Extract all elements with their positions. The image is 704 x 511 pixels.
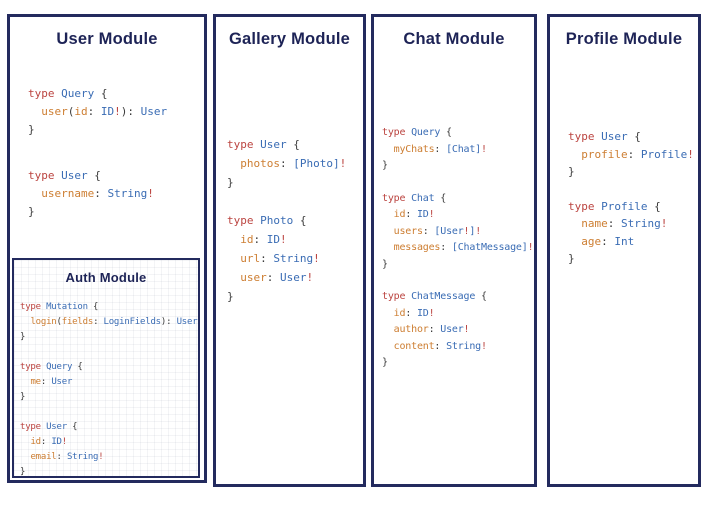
code-line: user(id: ID!): User	[41, 105, 168, 118]
code-line: age: Int	[581, 234, 635, 248]
code-line: messages: [ChatMessage]!	[393, 242, 534, 253]
gallery-module-title: Gallery Module	[228, 30, 351, 48]
code-line: type Profile {	[568, 199, 661, 213]
code-line: }	[382, 357, 388, 368]
code-line: username: String!	[41, 187, 154, 200]
code-line: name: String!	[581, 217, 668, 230]
code-line: }	[28, 205, 35, 218]
code-line: myChats: [Chat]!	[393, 143, 487, 155]
code-line: type Chat {	[382, 192, 447, 204]
code-line: content: String!	[393, 340, 487, 352]
code-block: type Photo { id: ID! url: String! user: …	[227, 211, 346, 306]
code-block: type Profile { name: String! age: Int}	[568, 198, 694, 268]
code-line: photos: [Photo]!	[240, 157, 347, 170]
code-line: id: ID!	[393, 307, 435, 319]
code-line: type Query {	[382, 127, 452, 138]
code-block: type User { profile: Profile!}	[568, 128, 694, 181]
panel-auth-module: Auth Module type Mutation { login(fields…	[12, 258, 200, 478]
panel-user-module: User Module type Query { user(id: ID!): …	[7, 14, 207, 483]
code-block: type User { photos: [Photo]!}	[227, 135, 346, 192]
code-block: type Mutation { login(fields: LoginField…	[20, 300, 198, 345]
profile-module-code: type User { profile: Profile!}type Profi…	[568, 128, 694, 285]
code-line: email: String!	[30, 452, 104, 462]
code-line: }	[382, 258, 388, 270]
auth-module-title: Auth Module	[65, 270, 147, 285]
code-block: type Query { myChats: [Chat]!}	[382, 125, 533, 175]
code-line: }	[20, 392, 26, 402]
code-line: users: [User!]!	[393, 225, 482, 237]
code-line: id: ID!	[393, 209, 435, 220]
panel-chat-module: Chat Module type Query { myChats: [Chat]…	[371, 14, 537, 487]
code-line: url: String!	[240, 252, 320, 265]
code-block: type User { username: String!}	[28, 167, 167, 221]
code-block: type Chat { id: ID! users: [User!]! mess…	[382, 191, 534, 274]
code-block: type User { id: ID! email: String!}	[20, 420, 197, 480]
code-line: id: ID!	[30, 437, 67, 447]
code-line: id: ID!	[240, 233, 287, 246]
code-line: type ChatMessage {	[382, 291, 487, 302]
code-line: }	[28, 123, 35, 136]
user-module-code: type Query { user(id: ID!): User}type Us…	[28, 85, 167, 249]
code-line: type Photo {	[227, 214, 307, 227]
code-line: }	[20, 332, 26, 342]
gallery-module-code: type User { photos: [Photo]!}type Photo …	[227, 135, 346, 325]
panel-profile-module: Profile Module type User { profile: Prof…	[547, 14, 701, 487]
user-module-title: User Module	[56, 30, 158, 48]
code-line: }	[227, 176, 234, 189]
code-line: login(fields: LoginFields): User	[30, 317, 198, 327]
panel-gallery-module: Gallery Module type User { photos: [Phot…	[213, 14, 366, 487]
chat-module-code: type Query { myChats: [Chat]!}type Chat …	[382, 125, 534, 388]
code-line: type Mutation {	[20, 302, 99, 312]
code-line: }	[568, 165, 575, 178]
code-line: user: User!	[240, 271, 314, 284]
profile-module-title: Profile Module	[565, 30, 683, 48]
code-line: }	[20, 467, 26, 477]
code-line: author: User!	[393, 324, 470, 335]
code-line: me: User	[30, 377, 73, 387]
code-line: type Query {	[28, 87, 108, 100]
code-line: }	[382, 160, 388, 171]
code-line: type User {	[227, 138, 300, 151]
chat-module-title: Chat Module	[403, 30, 505, 48]
code-line: }	[227, 290, 234, 303]
code-line: type Query {	[20, 362, 83, 372]
code-line: type User {	[28, 169, 101, 182]
auth-module-code: type Mutation { login(fields: LoginField…	[20, 300, 198, 495]
code-line: type User {	[568, 130, 641, 143]
code-block: type Query { user(id: ID!): User}	[28, 85, 167, 139]
code-line: type User {	[20, 422, 78, 432]
code-block: type Query { me: User}	[20, 360, 197, 405]
code-line: profile: Profile!	[581, 147, 694, 161]
code-line: }	[568, 252, 575, 265]
code-block: type ChatMessage { id: ID! author: User!…	[382, 289, 533, 372]
